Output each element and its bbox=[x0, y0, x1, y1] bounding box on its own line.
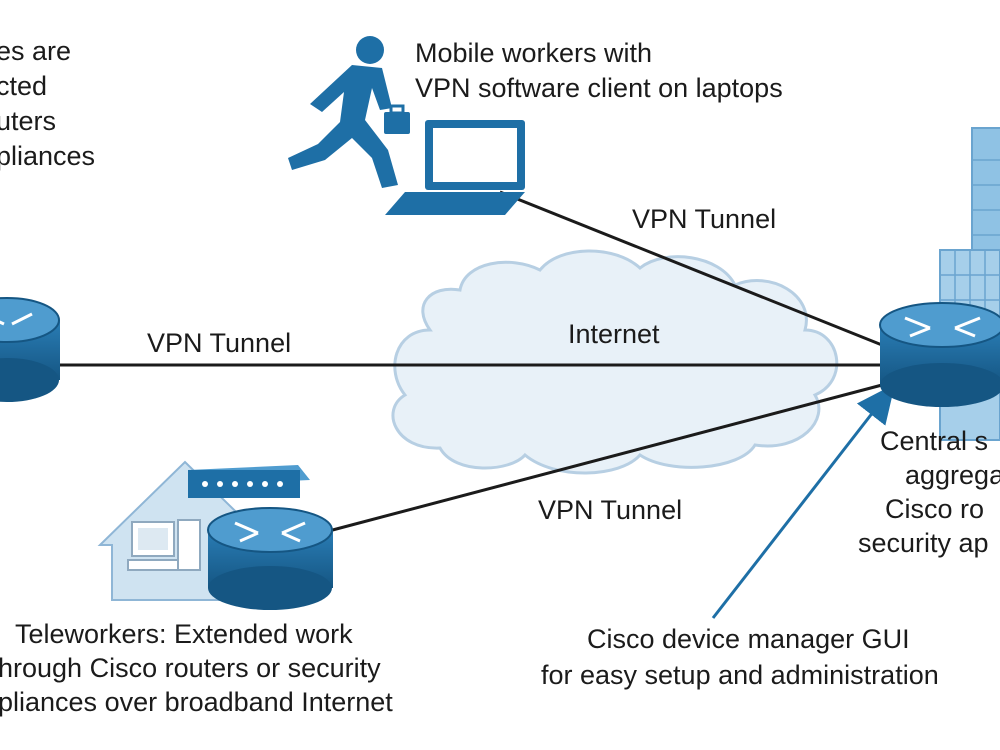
branch-offices-label-line4: pliances bbox=[0, 141, 95, 171]
tunnel-line-mobile bbox=[499, 190, 883, 347]
branch-offices-label-line2: cted bbox=[0, 71, 47, 101]
vpn-tunnel-label-branch: VPN Tunnel bbox=[147, 328, 291, 358]
teleworkers-label-line1: Teleworkers: Extended work bbox=[15, 619, 353, 649]
tunnel-line-teleworker bbox=[324, 383, 883, 534]
broadband-modem-icon bbox=[188, 465, 310, 498]
cloud-icon bbox=[391, 249, 839, 475]
central-site-label-line3: Cisco ro bbox=[885, 494, 984, 524]
router-icon bbox=[879, 302, 1000, 407]
internet-label: Internet bbox=[568, 319, 660, 349]
central-site-label-line1: Central s bbox=[880, 426, 988, 456]
running-person-icon bbox=[288, 36, 410, 188]
teleworkers-label-line3: pliances over broadband Internet bbox=[0, 687, 393, 717]
mobile-workers-label-line1: Mobile workers with bbox=[415, 38, 652, 68]
vpn-tunnel-label-mobile: VPN Tunnel bbox=[632, 204, 776, 234]
branch-offices-label-line3: uters bbox=[0, 106, 56, 136]
router-icon bbox=[207, 507, 333, 610]
central-site-label-line4: security ap bbox=[858, 528, 989, 558]
router-icon bbox=[0, 297, 60, 402]
device-manager-label-line2: for easy setup and administration bbox=[541, 660, 939, 690]
central-site-label-line2: aggrega bbox=[905, 460, 1000, 490]
vpn-tunnel-label-teleworker: VPN Tunnel bbox=[538, 495, 682, 525]
gui-arrow bbox=[711, 383, 896, 619]
teleworkers-label-line2: hrough Cisco routers or security bbox=[0, 653, 381, 683]
mobile-workers-label-line2: VPN software client on laptops bbox=[415, 73, 783, 103]
computer-icon bbox=[127, 519, 201, 571]
laptop-icon bbox=[385, 120, 525, 215]
branch-offices-label-line1: es are bbox=[0, 36, 71, 66]
device-manager-label-line1: Cisco device manager GUI bbox=[587, 624, 910, 654]
